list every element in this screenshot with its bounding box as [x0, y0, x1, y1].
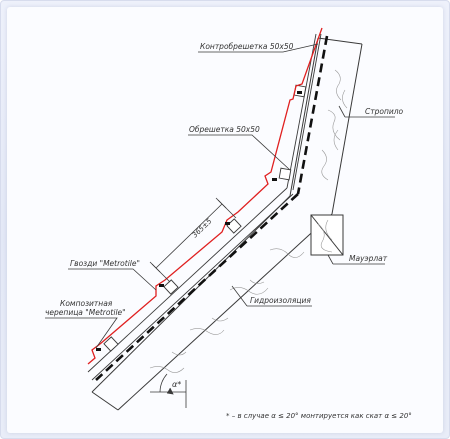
label-counter-batten: Контробрешетка 50x50	[200, 42, 294, 51]
angle-label: α*	[172, 380, 181, 389]
drawing-card	[7, 7, 443, 433]
tile-profile	[87, 27, 323, 365]
label-waterproof: Гидроизоляция	[250, 296, 311, 305]
counter-batten	[87, 33, 322, 381]
wall-plate	[310, 214, 344, 256]
dimension-label: 365±5	[191, 217, 214, 240]
footnote: * – в случае α ≤ 20° монтируется как ска…	[226, 412, 412, 420]
wood-grain	[149, 69, 348, 373]
label-batten: Обрешетка 50x50	[189, 125, 260, 134]
label-rafter: Стропило	[365, 107, 404, 116]
label-tile-line1: Композитная	[60, 299, 113, 308]
dimension-365	[149, 197, 237, 283]
battens	[103, 84, 307, 352]
label-wall-plate: Мауэрлат	[349, 254, 388, 263]
label-nails: Гвозди "Metrotile"	[70, 259, 140, 268]
angle-marker	[150, 373, 187, 408]
label-tile-line2: черепица "Metrotile"	[45, 308, 126, 317]
nails	[96, 91, 302, 351]
leaders	[45, 43, 395, 349]
waterproof-membrane	[95, 35, 329, 381]
rafter-upper	[289, 37, 363, 215]
